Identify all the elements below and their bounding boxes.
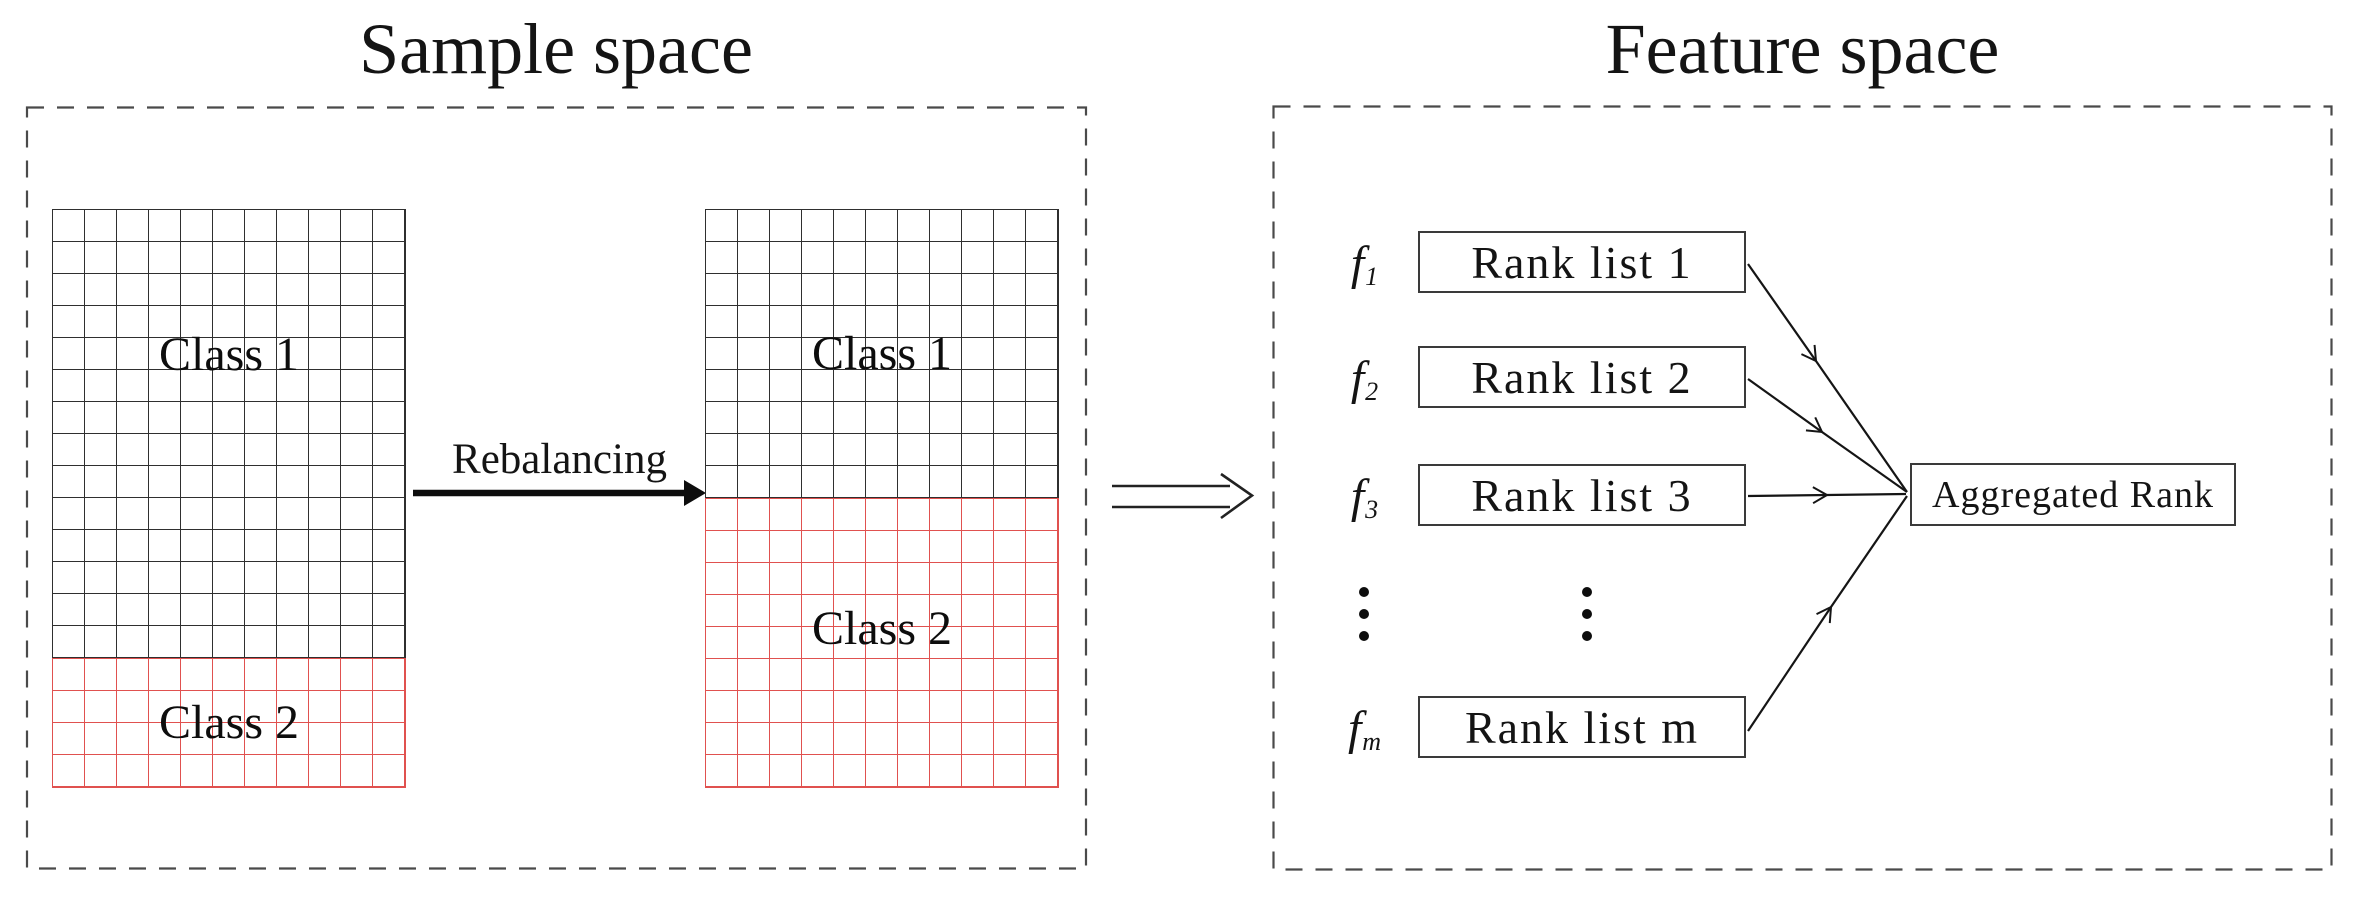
rank-list-3-box: Rank list 3: [1418, 464, 1746, 526]
sample-grid-after: Class 1 Class 2: [705, 209, 1059, 788]
aggregated-rank-label: Aggregated Rank: [1932, 473, 2214, 516]
connector-rank1: [1747, 263, 1908, 493]
rebalancing-label: Rebalancing: [452, 436, 667, 483]
rank-list-2-box: Rank list 2: [1418, 346, 1746, 408]
connector-rank2: [1747, 378, 1908, 493]
class1-grid-after: Class 1: [705, 209, 1059, 498]
vertical-ellipsis-icon: [1359, 587, 1369, 641]
connector-rank3: [1747, 486, 1907, 505]
class1-label: Class 1: [811, 327, 952, 380]
rank-list-2-label: Rank list 2: [1471, 351, 1693, 403]
feature-space-title: Feature space: [1605, 9, 2000, 89]
rank-list-m-label: Rank list m: [1464, 701, 1700, 753]
feature-space-border: [1272, 105, 2333, 871]
implication-arrow-icon: [1112, 472, 1255, 520]
rebalancing-arrow-icon: [413, 480, 706, 506]
connector-rankm: [1747, 495, 1908, 732]
feature-symbol: f: [1350, 236, 1365, 290]
vertical-ellipsis-icon: [1582, 587, 1592, 641]
sample-space-border: [25, 106, 1088, 870]
class2-grid-after: Class 2: [705, 498, 1059, 788]
feature-symbol: f: [1350, 469, 1365, 523]
sample-grid-before: Class 1 Class 2: [52, 209, 406, 788]
rank-list-1-label: Rank list 1: [1471, 236, 1693, 288]
class1-label: Class 1: [158, 328, 299, 381]
feature-symbol: f: [1350, 351, 1365, 405]
rank-connector-lines: [1747, 263, 1908, 732]
class2-grid-before: Class 2: [52, 658, 406, 788]
sample-space-title: Sample space: [359, 9, 753, 89]
class2-label: Class 2: [158, 696, 299, 749]
rank-list-m-box: Rank list m: [1418, 696, 1746, 758]
aggregated-rank-box: Aggregated Rank: [1910, 463, 2236, 526]
rank-list-1-box: Rank list 1: [1418, 231, 1746, 293]
class1-grid-before: Class 1: [52, 209, 406, 658]
rank-list-3-label: Rank list 3: [1471, 469, 1693, 521]
class2-label: Class 2: [811, 602, 952, 655]
feature-symbol: f: [1347, 701, 1362, 755]
